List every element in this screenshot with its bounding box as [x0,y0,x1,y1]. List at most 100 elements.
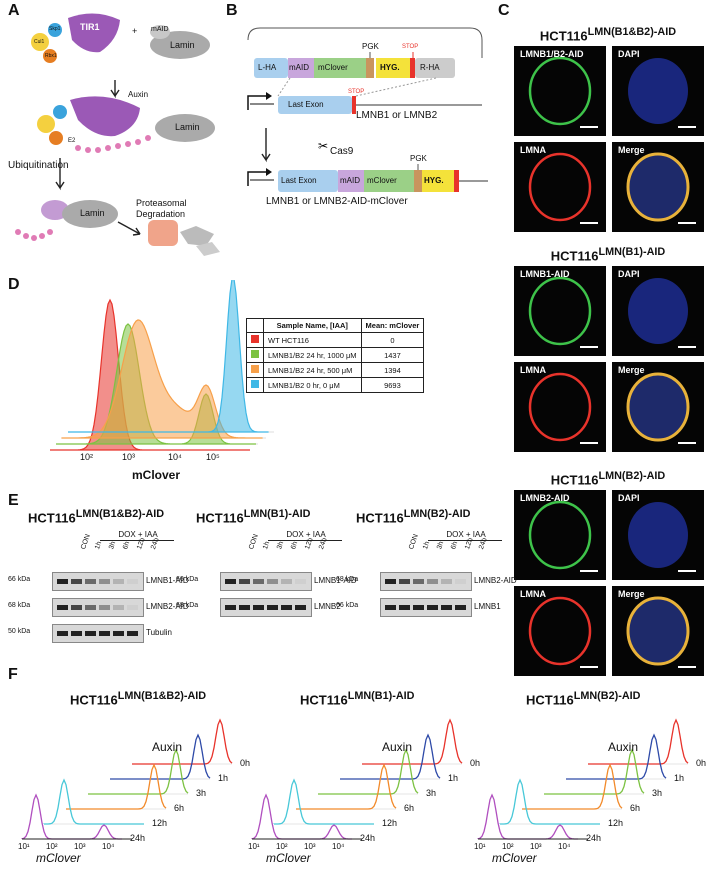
scale-bar [580,666,598,668]
plus-label: + [132,26,138,36]
micrograph-cell [528,276,592,346]
flow-histogram-3d [21,718,233,840]
micrograph-cell [528,152,592,222]
time-label: 1h [448,773,459,783]
blot-band [71,579,82,584]
auxin-label: Auxin [152,740,183,754]
blot-band [441,579,452,584]
title-superscript: LMN(B1)-AID [243,508,311,520]
panel-d-xlabel: mClover [132,468,181,482]
blot-band [385,579,396,584]
micrograph-group-title: HCT116LMN(B2)-AID [550,470,666,488]
blot-band [225,605,236,610]
flow-series [110,733,211,780]
result-maid: mAID [340,176,360,185]
blot-treatment-label: DOX + IAA [446,530,486,539]
flow-series [43,778,144,825]
blot-band [85,579,96,584]
legend-swatch [251,380,259,388]
blot-band [57,605,68,610]
blot-band [399,579,410,584]
micrograph-group-title: HCT116LMN(B1)-AID [550,246,666,264]
micrograph-label: LMNB1-AID [520,269,570,279]
blot-band [281,605,292,610]
panel-d-histogram [50,280,274,451]
blot-band [253,579,264,584]
proteasomal-label: Proteasomal [136,198,187,208]
flow-histogram-3d [477,718,689,840]
title-superscript: LMN(B1&B2)-AID [75,508,165,520]
scale-bar [580,126,598,128]
flow-tick: 10⁴ [332,842,345,851]
time-label: 0h [470,758,481,768]
result-last-exon: Last Exon [281,176,317,185]
flow-tick: 10³ [530,842,542,851]
micrograph-image: LMNB1-AID [514,266,606,356]
micrograph-image: LMNA [514,142,606,232]
blot-band [385,605,396,610]
result-hyg: HYG. [424,176,444,185]
protein-label: LMNB2-AID [474,576,517,585]
ubiquitination-label: Ubiquitination [8,160,69,171]
micrograph-label: LMNA [520,365,546,375]
micrograph-label: LMNB1/B2-AID [520,49,584,59]
flow-series [544,748,645,795]
micrograph-label: LMNB2-AID [520,493,570,503]
protein-label: Tubulin [146,628,172,637]
micrograph-image: Merge [612,142,704,232]
micrograph-cell [528,56,592,126]
time-label: 24h [360,833,376,843]
rbx1-label: Rbx1 [45,53,57,59]
blot-band [267,579,278,584]
blot-band [57,579,68,584]
cul1-shape [31,33,49,51]
micrograph-image: DAPI [612,46,704,136]
flow-series [340,733,441,780]
blot-band [225,579,236,584]
blot-band [413,605,424,610]
pgk-label-top: PGK [362,42,379,51]
micrograph-cell [626,372,690,442]
blot-band [295,605,306,610]
panel-d-tick-1: 10³ [122,452,136,462]
micrograph-label: Merge [618,589,645,599]
degradation-label: Degradation [136,209,186,219]
blot-band [113,579,124,584]
time-label: 12h [152,818,168,828]
micrograph-label: DAPI [618,269,640,279]
cassette-hyg: HYG. [380,63,400,72]
tir1-label: TIR1 [80,22,100,32]
blot-band [127,631,138,636]
time-label: 6h [630,803,641,813]
legend-value: 9693 [360,377,425,393]
flow-tick: 10² [46,842,58,851]
micrograph-cell [626,152,690,222]
micrograph-image: Merge [612,362,704,452]
panel-label-e: E [8,492,19,509]
time-label: 3h [426,788,437,798]
scale-bar [580,570,598,572]
flow-series [88,748,189,795]
flow-series [588,718,689,765]
time-label: 24h [586,833,602,843]
skp1-shape [48,23,62,37]
blot-band [455,579,466,584]
panel-d-tick-0: 10² [80,452,94,462]
flow-tick: 10² [276,842,288,851]
micrograph-image: LMNA [514,586,606,676]
micrograph-image: DAPI [612,266,704,356]
cas9-label: Cas9 [330,146,354,157]
stop-label-top: STOP [402,44,419,50]
scale-bar [678,570,696,572]
flow-tick: 10¹ [474,842,486,851]
scale-bar [678,126,696,128]
scale-bar [580,346,598,348]
panel-label-f: F [8,666,18,683]
proteasome-shape [148,220,178,246]
blot-band [99,605,110,610]
flow-plot-title: HCT116LMN(B2)-AID [526,690,641,708]
title-superscript: LMN(B1&B2)-AID [587,26,677,38]
micrograph-label: Merge [618,145,645,155]
